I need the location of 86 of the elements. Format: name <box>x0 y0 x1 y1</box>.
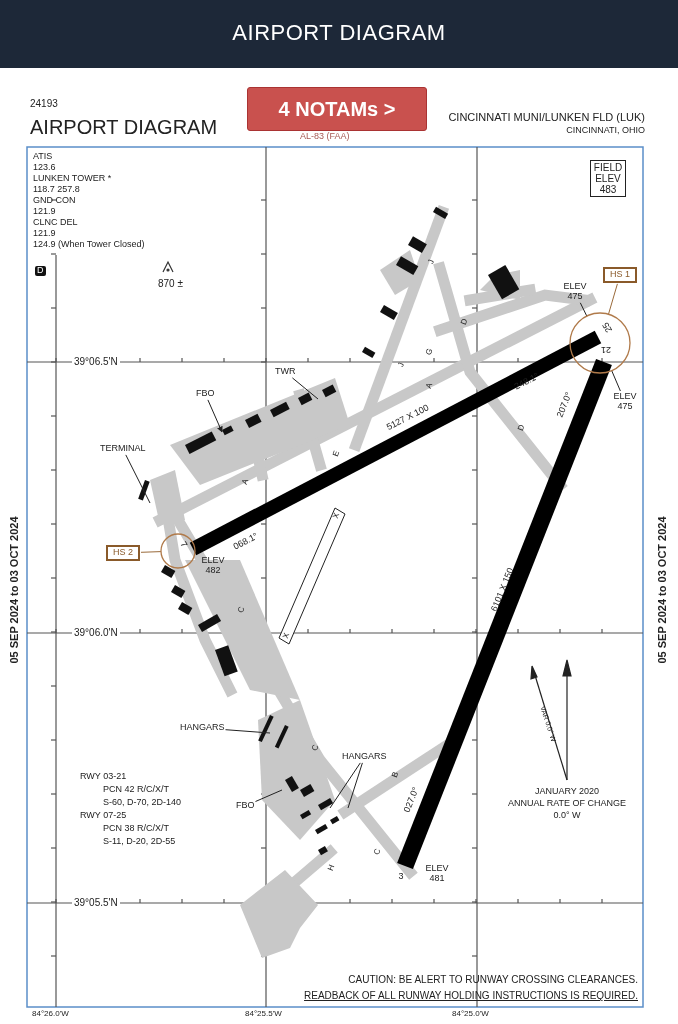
runway-number: 21 <box>601 344 611 354</box>
longitude-label: 84°26.0'W <box>32 1010 69 1019</box>
frequency-label: CLNC DEL <box>33 218 78 228</box>
elevation-label: ELEV 482 <box>200 556 226 576</box>
frequency-value: 118.7 257.8 <box>33 185 80 195</box>
caution-note: READBACK OF ALL RUNWAY HOLDING INSTRUCTIONS IS REQUIRED. <box>304 990 638 1001</box>
building-label: HANGARS <box>180 723 225 733</box>
longitude-label: 84°25.0'W <box>452 1010 489 1019</box>
validity-date: 05 SEP 2024 to 03 OCT 2024 <box>655 516 669 664</box>
runway-number: 3 <box>398 872 404 882</box>
app-title: AIRPORT DIAGRAM <box>232 20 446 46</box>
leader-line <box>140 551 162 553</box>
taxiway-letter: X <box>331 512 343 520</box>
elevation-label: ELEV 481 <box>424 864 450 884</box>
taxiway-letter: J <box>427 258 437 266</box>
runway-dimension: 5127 X 100 <box>385 403 431 433</box>
taxiway-letter: X <box>281 632 293 640</box>
elevation-label: ELEV 475 <box>612 392 638 412</box>
building-label: FBO <box>236 801 255 811</box>
runway-data: RWY 03-21 <box>80 772 127 782</box>
taxiway-letter: C <box>310 743 322 753</box>
frequency-value: 121.9 <box>33 229 56 239</box>
longitude-label: 84°25.5'W <box>245 1010 282 1019</box>
city-name: CINCINNATI, OHIO <box>566 126 645 136</box>
leader-line <box>579 302 588 317</box>
taxiway-letter: B <box>390 771 402 779</box>
runway-heading: 207.0° <box>555 391 575 419</box>
runway-data: S-60, D-70, 2D-140 <box>103 798 182 808</box>
building-label: TERMINAL <box>100 444 146 454</box>
runway-dimension: 6101 X 150 <box>489 566 517 614</box>
taxiway-letter: A <box>424 382 436 390</box>
runway-data: PCN 38 R/C/X/T <box>103 824 169 834</box>
frequency-label: GND CON <box>33 196 76 206</box>
chart-title: AIRPORT DIAGRAM <box>30 116 218 138</box>
building-label: FBO <box>196 389 215 399</box>
latitude-label: 39°06.5'N <box>72 356 120 367</box>
leader-line <box>347 762 363 809</box>
latitude-label: 39°05.5'N <box>72 897 120 908</box>
leader-line <box>608 283 618 315</box>
runway-number: 7 <box>177 540 189 550</box>
leader-line <box>329 762 361 809</box>
frequency-label: LUNKEN TOWER * <box>33 174 112 184</box>
frequency-label: ATIS <box>33 152 53 162</box>
leader-line <box>255 789 283 802</box>
leader-line <box>291 377 319 400</box>
field-elevation: FIELD ELEV 483 <box>590 160 626 197</box>
taxiway-letter: J <box>397 361 407 369</box>
elevation-label: ELEV 475 <box>562 282 588 302</box>
leader-line <box>125 454 151 504</box>
frequency-value: 121.9 <box>33 207 56 217</box>
hot-spot-label: HS 2 <box>106 545 140 561</box>
chart-code: AL-83 (FAA) <box>300 132 350 142</box>
atis-d-symbol: D <box>35 266 46 276</box>
taxiway-letter: C <box>372 847 384 857</box>
leader-line <box>225 729 271 734</box>
notams-button: 4 NOTAMs > <box>247 87 427 131</box>
building-label: TWR <box>275 367 296 377</box>
runway-data: PCN 42 R/C/X/T <box>103 785 169 795</box>
runway-data: S-11, D-20, 2D-55 <box>103 837 176 847</box>
taxiway-letter: G <box>424 347 436 357</box>
variation-note: JANUARY 2020 <box>534 787 600 797</box>
chart-number: 24193 <box>30 98 58 109</box>
taxiway-letter: D <box>516 423 528 433</box>
variation-note: ANNUAL RATE OF CHANGE <box>508 799 626 809</box>
frequency-value: 123.6 <box>33 163 56 173</box>
hot-spot-circle <box>568 311 632 375</box>
leader-line <box>611 370 621 392</box>
taxiway-letter: C <box>236 605 248 615</box>
validity-date: 05 SEP 2024 to 03 OCT 2024 <box>7 516 21 664</box>
leader-line <box>207 399 223 433</box>
building-label: HANGARS <box>342 752 387 762</box>
obstacle-height: 870 ± <box>158 278 183 289</box>
airport-name: CINCINNATI MUNI/LUNKEN FLD (LUK) <box>448 111 645 124</box>
taxiway-letter: H <box>326 863 338 873</box>
taxiway-letter: E <box>331 450 343 458</box>
variation-note: 0.0° W <box>553 811 581 821</box>
hot-spot-circle <box>159 532 197 570</box>
runway-heading: 027.0° <box>402 786 422 814</box>
caution-note: CAUTION: BE ALERT TO RUNWAY CROSSING CLEARANCES. <box>348 974 638 985</box>
hot-spot-label: HS 1 <box>603 267 637 283</box>
runway-data: RWY 07-25 <box>80 811 127 821</box>
runway-number: 25 <box>601 320 615 334</box>
frequency-value: 124.9 (When Tower Closed) <box>33 240 145 250</box>
taxiway-letter: A <box>240 478 252 486</box>
taxiway-letter: D <box>459 317 471 327</box>
latitude-label: 39°06.0'N <box>72 627 120 638</box>
